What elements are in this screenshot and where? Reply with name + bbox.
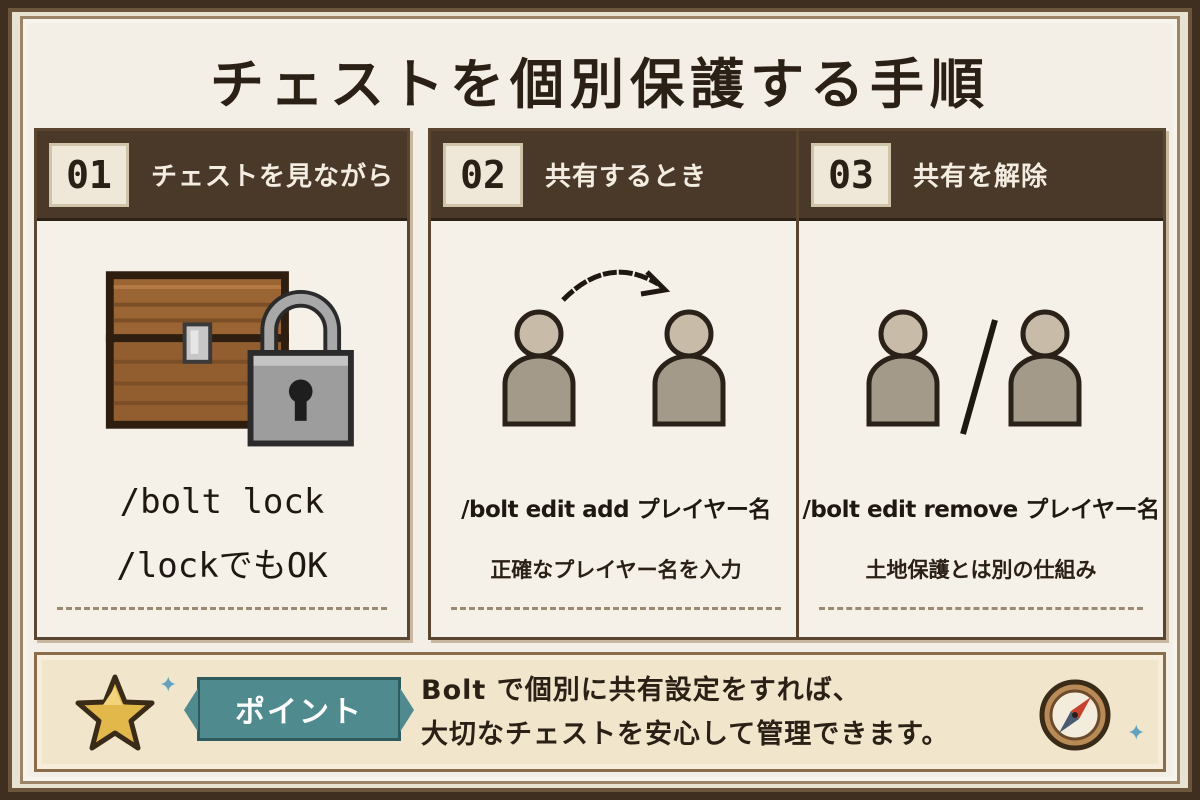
step-header: 03 共有を解除 xyxy=(799,131,1163,221)
command-text: /bolt lock xyxy=(119,482,325,522)
step-header: 02 共有するとき xyxy=(431,131,801,221)
unshare-illustration xyxy=(866,309,1082,435)
person-icon xyxy=(1008,309,1082,427)
step-number: 02 xyxy=(443,142,523,207)
step-label: チェストを見ながら xyxy=(151,162,395,192)
point-text-line: 大切なチェストを安心して管理できます。 xyxy=(421,719,950,750)
point-text-line: Bolt で個別に共有設定をすれば、 xyxy=(421,675,861,706)
step-header: 01 チェストを見ながら xyxy=(37,131,407,221)
dashed-divider xyxy=(819,607,1143,610)
step-body: /bolt edit add プレイヤー名 正確なプレイヤー名を入力 xyxy=(431,224,801,637)
person-icon xyxy=(866,309,940,427)
step-note: 正確なプレイヤー名を入力 xyxy=(490,558,742,582)
star-icon xyxy=(75,674,155,751)
step-card-03: 03 共有を解除 /bolt edit remove プレイヤー名 土地保護とは… xyxy=(796,128,1166,640)
step-card-02: 02 共有するとき /bolt edit add プレイヤー名 正確なプレイヤー… xyxy=(428,128,804,640)
arrow-icon xyxy=(561,269,671,302)
step-number: 03 xyxy=(811,142,891,207)
command-text: /bolt edit add プレイヤー名 xyxy=(461,497,771,523)
padlock-icon xyxy=(247,289,354,447)
step-label: 共有するとき xyxy=(545,162,708,192)
step-label: 共有を解除 xyxy=(913,162,1049,192)
dashed-divider xyxy=(57,607,387,610)
dashed-divider xyxy=(451,607,781,610)
person-icon xyxy=(502,309,576,427)
person-icon xyxy=(652,309,726,427)
page-title: チェストを個別保護する手順 xyxy=(210,53,990,116)
point-banner: ✦ ポイント Bolt で個別に共有設定をすれば、 大切なチェストを安心して管理… xyxy=(34,652,1166,772)
step-body: /bolt lock /lockでもOK xyxy=(37,224,407,637)
step-number: 01 xyxy=(49,142,129,207)
point-badge: ポイント xyxy=(184,677,414,741)
command-text: /bolt edit remove プレイヤー名 xyxy=(802,497,1160,523)
share-illustration xyxy=(502,269,726,427)
command-alt-text: /lockでもOK xyxy=(116,546,328,586)
point-text: Bolt で個別に共有設定をすれば、 大切なチェストを安心して管理できます。 xyxy=(421,669,1021,757)
chest-lock-illustration xyxy=(105,271,354,447)
step-note: 土地保護とは別の仕組み xyxy=(865,558,1097,582)
sparkle-icon: ✦ xyxy=(1127,721,1146,746)
slash-icon xyxy=(960,319,998,435)
compass-icon xyxy=(1039,679,1111,751)
sparkle-icon: ✦ xyxy=(159,673,178,698)
step-body: /bolt edit remove プレイヤー名 土地保護とは別の仕組み xyxy=(799,224,1163,637)
step-card-01: 01 チェストを見ながら xyxy=(34,128,410,640)
